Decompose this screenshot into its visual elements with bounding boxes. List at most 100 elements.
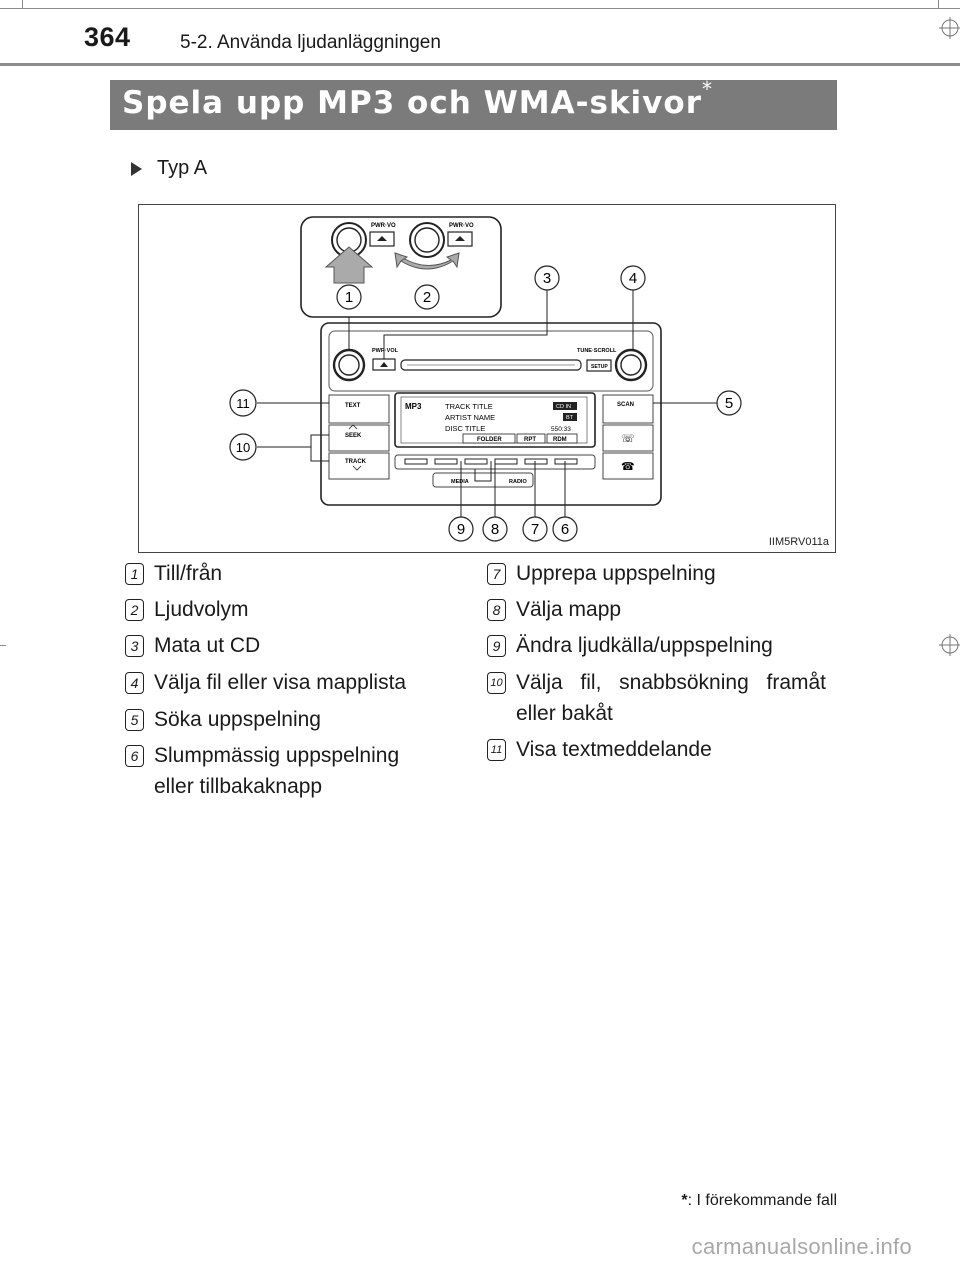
header-rule — [0, 63, 960, 66]
callout-4 — [620, 265, 646, 291]
legend-number-badge: 11 — [487, 739, 506, 761]
callout-6 — [552, 516, 578, 542]
callout-9-label: 9 — [457, 521, 465, 538]
legend-text: Välja fil eller visa mapplista — [154, 671, 407, 694]
legend-text: Mata ut CD — [154, 634, 261, 657]
display-artist-name: ARTIST NAME — [445, 413, 495, 422]
legend-text: Till/från — [154, 562, 223, 585]
legend-item: 8 Välja mapp — [487, 594, 621, 625]
callout-7-label: 7 — [531, 521, 539, 538]
legend-item: 2 Ljudvolym — [125, 594, 249, 625]
display-folder: FOLDER — [477, 437, 502, 443]
seek-button-label: SEEK — [345, 433, 362, 439]
triangle-bullet-icon — [131, 161, 142, 176]
legend-text: Välja fil, snabbsökning framåt eller bak… — [516, 671, 826, 725]
callout-2-label: 2 — [423, 289, 431, 306]
legend-number-badge: 1 — [125, 563, 144, 585]
crop-mark-top — [0, 8, 960, 9]
callout-10 — [229, 433, 257, 461]
setup-label: SETUP — [591, 364, 608, 370]
display-disc-title: DISC TITLE — [445, 424, 485, 433]
radio-button-label: RADIO — [509, 479, 527, 485]
title-asterisk: * — [701, 77, 713, 101]
display-cd-in: CD IN — [556, 404, 571, 410]
callout-1 — [336, 284, 362, 310]
legend-item: 10 Välja fil, snabbsökning framåt eller … — [487, 667, 826, 729]
tune-scroll-label: TUNE·SCROLL — [577, 348, 617, 354]
page-title: Spela upp MP3 och WMA-skivor* — [122, 77, 712, 121]
audio-unit-illustration: PWR·VO PWR·VO PWR·VOL TUNE·SCROLL SETUP … — [229, 216, 742, 542]
legend-text: Söka uppspelning — [154, 708, 321, 731]
crop-mark-top-right — [938, 0, 939, 8]
legend-item: 6 Slumpmässig uppspelning eller tillbaka… — [125, 740, 434, 802]
rotate-arrow-icon — [400, 252, 460, 270]
legend-text: Upprepa uppspelning — [516, 562, 716, 585]
pwr-vol-label: PWR·VOL — [372, 348, 399, 354]
footnote-text: : I förekommande fall — [687, 1192, 837, 1209]
press-arrow-icon — [324, 246, 374, 284]
display-mp3: MP3 — [405, 402, 422, 411]
callout-5 — [716, 390, 742, 416]
text-button-label: TEXT — [345, 403, 361, 409]
legend-number-badge: 7 — [487, 563, 506, 585]
pwr-vo-label-1: PWR·VO — [371, 223, 396, 229]
variant-label-text: Typ A — [157, 157, 208, 179]
display-track-title: TRACK TITLE — [445, 402, 493, 411]
callout-8 — [482, 516, 508, 542]
legend-item: 3 Mata ut CD — [125, 630, 260, 661]
phone-hangup-button — [602, 452, 654, 480]
display-bt: BT — [566, 415, 574, 421]
crop-mark-top-left — [22, 0, 23, 8]
variant-label: Typ A — [131, 157, 207, 180]
callout-3-label: 3 — [543, 270, 551, 287]
callout-10-label: 10 — [236, 440, 250, 455]
callout-7 — [522, 516, 548, 542]
legend-text: Ändra ljudkälla/uppspelning — [516, 634, 773, 657]
legend-number-badge: 10 — [487, 672, 506, 694]
display-rdm: RDM — [553, 437, 567, 443]
callout-11 — [229, 389, 257, 417]
display-rpt: RPT — [524, 437, 536, 443]
legend-number-badge: 5 — [125, 709, 144, 731]
footnote: *: I förekommande fall — [681, 1192, 837, 1210]
scan-button-label: SCAN — [617, 402, 634, 408]
legend-number-badge: 9 — [487, 635, 506, 657]
callout-4-label: 4 — [629, 270, 637, 287]
callout-3 — [534, 265, 560, 291]
callout-2 — [414, 284, 440, 310]
callout-11-label: 11 — [236, 396, 250, 411]
legend-text: Visa textmeddelande — [516, 738, 712, 761]
legend-item: 7 Upprepa uppspelning — [487, 558, 716, 589]
legend-number-badge: 4 — [125, 672, 144, 694]
legend-number-badge: 6 — [125, 745, 144, 767]
callout-6-label: 6 — [561, 521, 569, 538]
title-banner: Spela upp MP3 och WMA-skivor* — [110, 77, 837, 130]
setup-button — [586, 359, 612, 372]
pwr-vo-label-2: PWR·VO — [449, 223, 474, 229]
section-title: 5-2. Använda ljudanläggningen — [180, 32, 441, 53]
page-title-text: Spela upp MP3 och WMA-skivor — [122, 85, 702, 121]
track-button-label: TRACK — [345, 459, 367, 465]
legend-number-badge: 3 — [125, 635, 144, 657]
legend-text: Ljudvolym — [154, 598, 249, 621]
phone-pickup-button — [602, 424, 654, 452]
display-time: 550:33 — [551, 426, 571, 433]
audio-unit-figure: PWR·VO PWR·VO PWR·VOL TUNE·SCROLL SETUP … — [138, 204, 836, 553]
page-number: 364 — [84, 22, 131, 52]
registration-mark-top-right — [939, 17, 960, 39]
callout-9 — [448, 516, 474, 542]
legend-text: Slumpmässig uppspelning eller tillbakakn… — [154, 744, 400, 798]
legend-text: Välja mapp — [516, 598, 622, 621]
legend-item: 4 Välja fil eller visa mapplista — [125, 667, 406, 698]
crop-mark-middle-left — [0, 645, 6, 646]
media-button-label: MEDIA — [451, 479, 469, 485]
legend-item: 9 Ändra ljudkälla/uppspelning — [487, 630, 773, 661]
watermark: carmanualsonline.info — [691, 1234, 912, 1259]
figure-code: IIM5RV011a — [768, 536, 829, 548]
legend-item: 1 Till/från — [125, 558, 222, 589]
legend-item: 5 Söka uppspelning — [125, 704, 321, 735]
phone-pickup-icon: ☏ — [621, 433, 635, 445]
callout-5-label: 5 — [725, 395, 733, 412]
registration-mark-middle-right — [939, 634, 960, 656]
callout-8-label: 8 — [491, 521, 499, 538]
